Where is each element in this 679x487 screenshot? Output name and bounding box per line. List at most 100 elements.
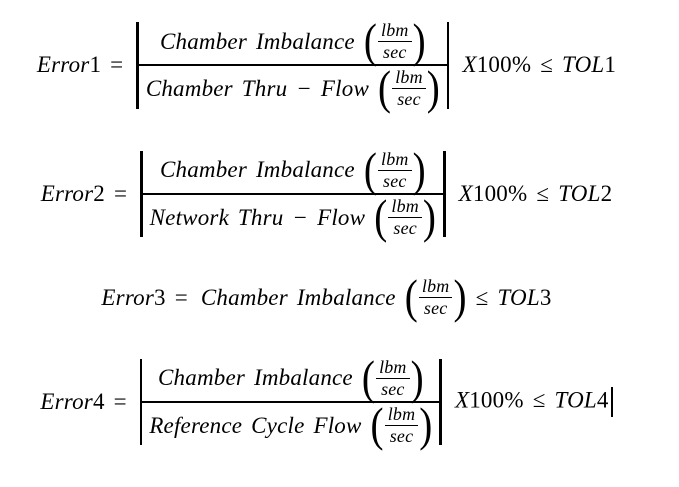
close-paren: )	[422, 191, 437, 244]
close-paren: )	[410, 351, 424, 405]
unit-bottom: sec	[397, 89, 421, 110]
fraction-bar	[138, 64, 447, 67]
equals-sign: =	[110, 52, 124, 78]
fraction-numerator: Chamber Imbalance ( lbm sec )	[143, 143, 444, 197]
open-paren: (	[374, 191, 388, 244]
abs-bar-right	[443, 150, 446, 238]
unit-bottom: sec	[383, 170, 407, 191]
unit-fraction-stack: lbm sec	[378, 149, 412, 192]
equation-error3[interactable]: Error3 = Chamber Imbalance ( lbm sec ) ≤…	[14, 271, 639, 325]
fraction: Chamber Imbalance ( lbm sec ) Chamber Th…	[138, 15, 447, 116]
fraction-denominator: Chamber Thru − Flow ( lbm sec )	[139, 62, 447, 116]
tolerance-index: 4	[596, 387, 609, 413]
open-paren: (	[361, 351, 376, 405]
abs-bar-left	[139, 358, 143, 446]
tolerance-name: TOL	[554, 387, 597, 413]
abs-bar-right	[439, 358, 442, 446]
close-paren: )	[426, 62, 440, 116]
tolerance-name: TOL	[562, 52, 605, 78]
unit-top: lbm	[378, 20, 412, 43]
equation-lhs: Error2	[41, 181, 105, 207]
denominator-text: Reference Cycle Flow	[149, 412, 362, 438]
unit-fraction: ( lbm sec )	[363, 143, 426, 197]
unit-fraction: ( lbm sec )	[363, 15, 426, 68]
tolerance-index: 1	[604, 52, 617, 78]
open-paren: (	[363, 143, 378, 197]
error-name: Error	[40, 180, 94, 206]
error-index: 2	[93, 180, 105, 206]
multiplier-value: 100%	[476, 52, 532, 78]
tolerance-name: TOL	[558, 180, 601, 206]
multiplier-variable: X	[462, 52, 477, 78]
equation-lhs: Error1	[37, 52, 101, 78]
equation-rhs: X100% ≤ TOL1	[462, 52, 616, 78]
tolerance-name: TOL	[497, 284, 540, 310]
denominator-text: Network Thru − Flow	[149, 204, 366, 230]
unit-fraction-stack: lbm sec	[384, 404, 419, 447]
unit-fraction-stack: lbm sec	[378, 20, 412, 63]
unit-bottom: sec	[381, 378, 405, 399]
leq-sign: ≤	[475, 284, 489, 310]
abs-bar-left	[136, 22, 139, 109]
error-name: Error	[40, 388, 93, 414]
numerator-text: Chamber Imbalance	[159, 157, 355, 183]
fraction: Chamber Imbalance ( lbm sec ) Reference …	[142, 351, 440, 452]
tolerance-index: 2	[600, 180, 613, 206]
equation-lhs: Error3	[101, 285, 165, 311]
unit-fraction-stack: lbm sec	[392, 67, 426, 110]
abs-bar-left	[140, 150, 143, 238]
unit-bottom: sec	[383, 42, 407, 63]
open-paren: (	[363, 15, 378, 68]
absolute-value-group: Chamber Imbalance ( lbm sec ) Network Th…	[140, 143, 446, 244]
unit-fraction: ( lbm sec )	[361, 351, 424, 405]
equals-sign: =	[174, 284, 188, 310]
fraction-bar	[142, 192, 444, 195]
open-paren: (	[404, 271, 418, 325]
close-paren: )	[419, 399, 433, 452]
unit-fraction: ( lbm sec )	[374, 191, 437, 244]
unit-top: lbm	[388, 196, 422, 219]
unit-bottom: sec	[389, 426, 414, 447]
multiplier-value: 100%	[469, 387, 524, 413]
fraction-numerator: Chamber Imbalance ( lbm sec )	[142, 351, 439, 405]
body-text: Chamber Imbalance	[200, 284, 396, 310]
error-index: 3	[153, 284, 166, 310]
fraction: Chamber Imbalance ( lbm sec ) Network Th…	[142, 143, 444, 244]
open-paren: (	[370, 399, 384, 452]
equals-sign: =	[113, 180, 128, 206]
fraction-numerator: Chamber Imbalance ( lbm sec )	[139, 15, 447, 68]
unit-fraction: ( lbm sec )	[370, 399, 433, 452]
multiplier-value: 100%	[472, 180, 528, 206]
equals-sign: =	[113, 388, 127, 414]
unit-fraction-stack: lbm sec	[418, 276, 453, 319]
unit-top: lbm	[384, 404, 419, 427]
numerator-text: Chamber Imbalance	[159, 28, 355, 54]
equation-lhs: Error4	[40, 389, 104, 415]
equation-error1[interactable]: Error1 = Chamber Imbalance ( lbm sec )	[14, 15, 639, 116]
unit-top: lbm	[378, 149, 412, 171]
equation-error2[interactable]: Error2 = Chamber Imbalance ( lbm sec )	[14, 143, 639, 244]
error-name: Error	[36, 52, 90, 78]
fraction-bar	[142, 400, 440, 403]
unit-fraction: ( lbm sec )	[378, 62, 440, 116]
unit-fraction: ( lbm sec )	[404, 271, 467, 325]
leq-sign: ≤	[540, 52, 554, 78]
unit-top: lbm	[392, 67, 426, 90]
numerator-text: Chamber Imbalance	[158, 365, 353, 391]
error-index: 4	[92, 388, 105, 414]
multiplier-variable: X	[454, 387, 470, 413]
leq-sign: ≤	[532, 387, 546, 413]
unit-bottom: sec	[393, 218, 417, 239]
absolute-value-group: Chamber Imbalance ( lbm sec ) Reference …	[139, 351, 442, 452]
error-name: Error	[101, 284, 154, 310]
unit-fraction-stack: lbm sec	[388, 196, 422, 239]
tolerance-index: 3	[539, 284, 552, 310]
equation-error4[interactable]: Error4 = Chamber Imbalance ( lbm sec )	[14, 351, 639, 452]
leq-sign: ≤	[536, 180, 550, 206]
close-paren: )	[412, 15, 426, 68]
text-cursor	[610, 386, 613, 417]
equation-rhs: X100% ≤ TOL2	[459, 181, 613, 207]
open-paren: (	[378, 62, 392, 116]
multiplier-variable: X	[458, 180, 473, 206]
